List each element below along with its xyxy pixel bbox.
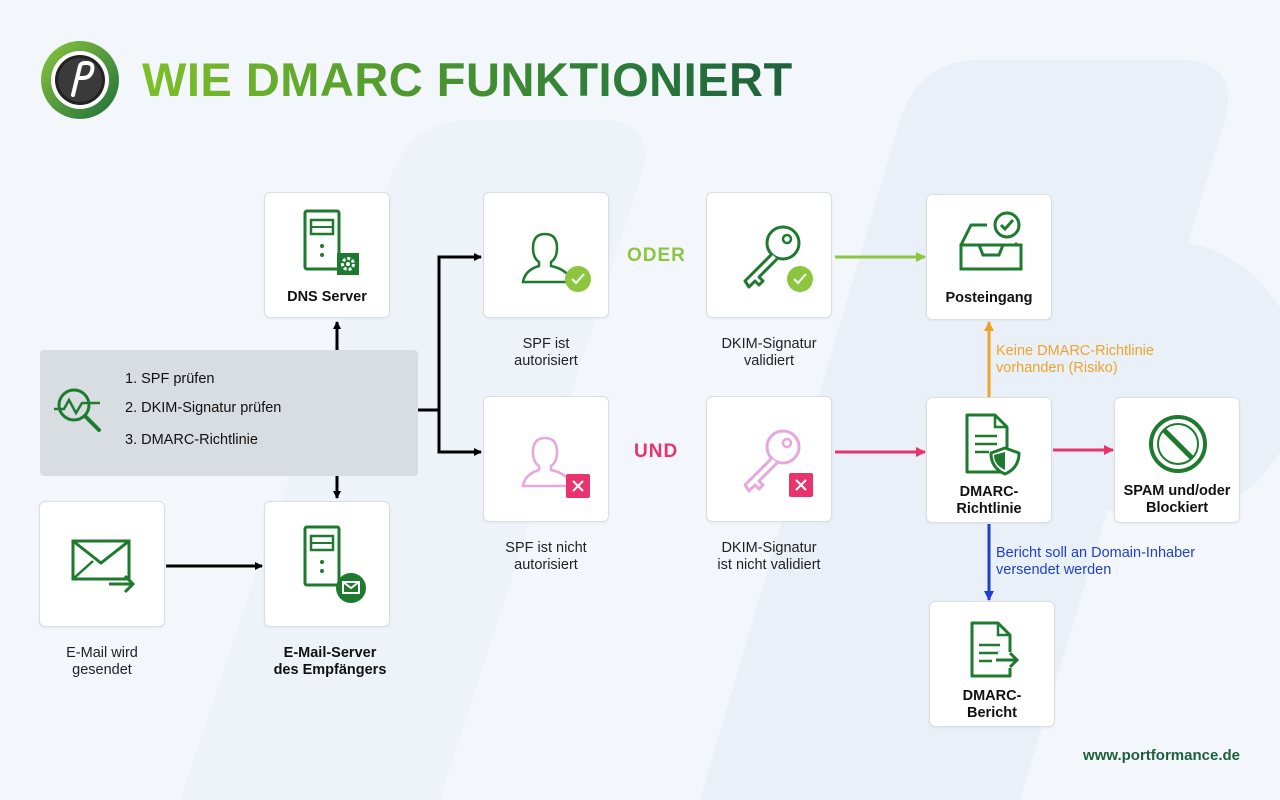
check-item-spf: 1. SPF prüfen	[125, 371, 215, 387]
spf-fail-card	[483, 396, 609, 522]
recipient-server-caption: E-Mail-Server des Empfängers	[273, 645, 387, 678]
magnifier-chart-icon	[54, 388, 101, 432]
recipient-server-card	[264, 501, 390, 627]
forbidden-icon	[1149, 415, 1207, 473]
or-label: ODER	[627, 245, 686, 266]
dkim-fail-caption: DKIM-Signatur ist nicht validiert	[717, 540, 821, 573]
inbox-card: Posteingang	[926, 194, 1052, 320]
dkim-fail-card	[706, 396, 832, 522]
envelope-send-icon	[71, 539, 136, 594]
dmarc-policy-label: DMARC- Richtlinie	[956, 484, 1022, 517]
dkim-ok-card	[706, 192, 832, 318]
dns-server-card: DNS Server	[264, 192, 390, 318]
report-note: Bericht soll an Domain-Inhaber versendet…	[996, 545, 1196, 578]
dmarc-policy-card: DMARC- Richtlinie	[926, 397, 1052, 523]
dmarc-report-label: DMARC- Bericht	[962, 688, 1022, 721]
page-title: WIE DMARC FUNKTIONIERT	[142, 53, 793, 106]
user-check-icon	[521, 232, 591, 292]
spf-fail-caption: SPF ist nicht autorisiert	[505, 540, 587, 573]
and-label: UND	[634, 441, 679, 462]
spam-label: SPAM und/oder Blockiert	[1123, 483, 1231, 516]
key-check-icon	[743, 225, 813, 292]
dkim-ok-caption: DKIM-Signatur validiert	[721, 336, 817, 369]
email-sent-caption: E-Mail wird gesendet	[66, 645, 138, 678]
no-policy-note: Keine DMARC-Richtlinie vorhanden (Risiko…	[996, 343, 1154, 376]
spam-card: SPAM und/oder Blockiert	[1114, 397, 1240, 523]
footer-url: www.portformance.de	[1083, 747, 1240, 764]
check-item-dmarc: 3. DMARC-Richtlinie	[125, 432, 258, 448]
server-mail-icon	[303, 525, 366, 603]
dmarc-report-card: DMARC- Bericht	[929, 601, 1055, 727]
inbox-label: Posteingang	[945, 290, 1033, 306]
dns-server-label: DNS Server	[287, 289, 367, 305]
document-arrow-icon	[970, 621, 1020, 678]
spf-ok-card	[483, 192, 609, 318]
inbox-check-icon	[959, 211, 1023, 271]
user-cross-icon	[521, 436, 590, 498]
spf-ok-caption: SPF ist autorisiert	[514, 336, 578, 369]
email-sent-card	[39, 501, 165, 627]
check-item-dkim: 2. DKIM-Signatur prüfen	[125, 400, 282, 416]
document-shield-icon	[965, 413, 1021, 476]
server-gear-icon	[303, 209, 359, 275]
logo-icon	[41, 41, 119, 119]
key-cross-icon	[743, 429, 813, 497]
check-panel: 1. SPF prüfen 2. DKIM-Signatur prüfen 3.…	[40, 350, 418, 476]
